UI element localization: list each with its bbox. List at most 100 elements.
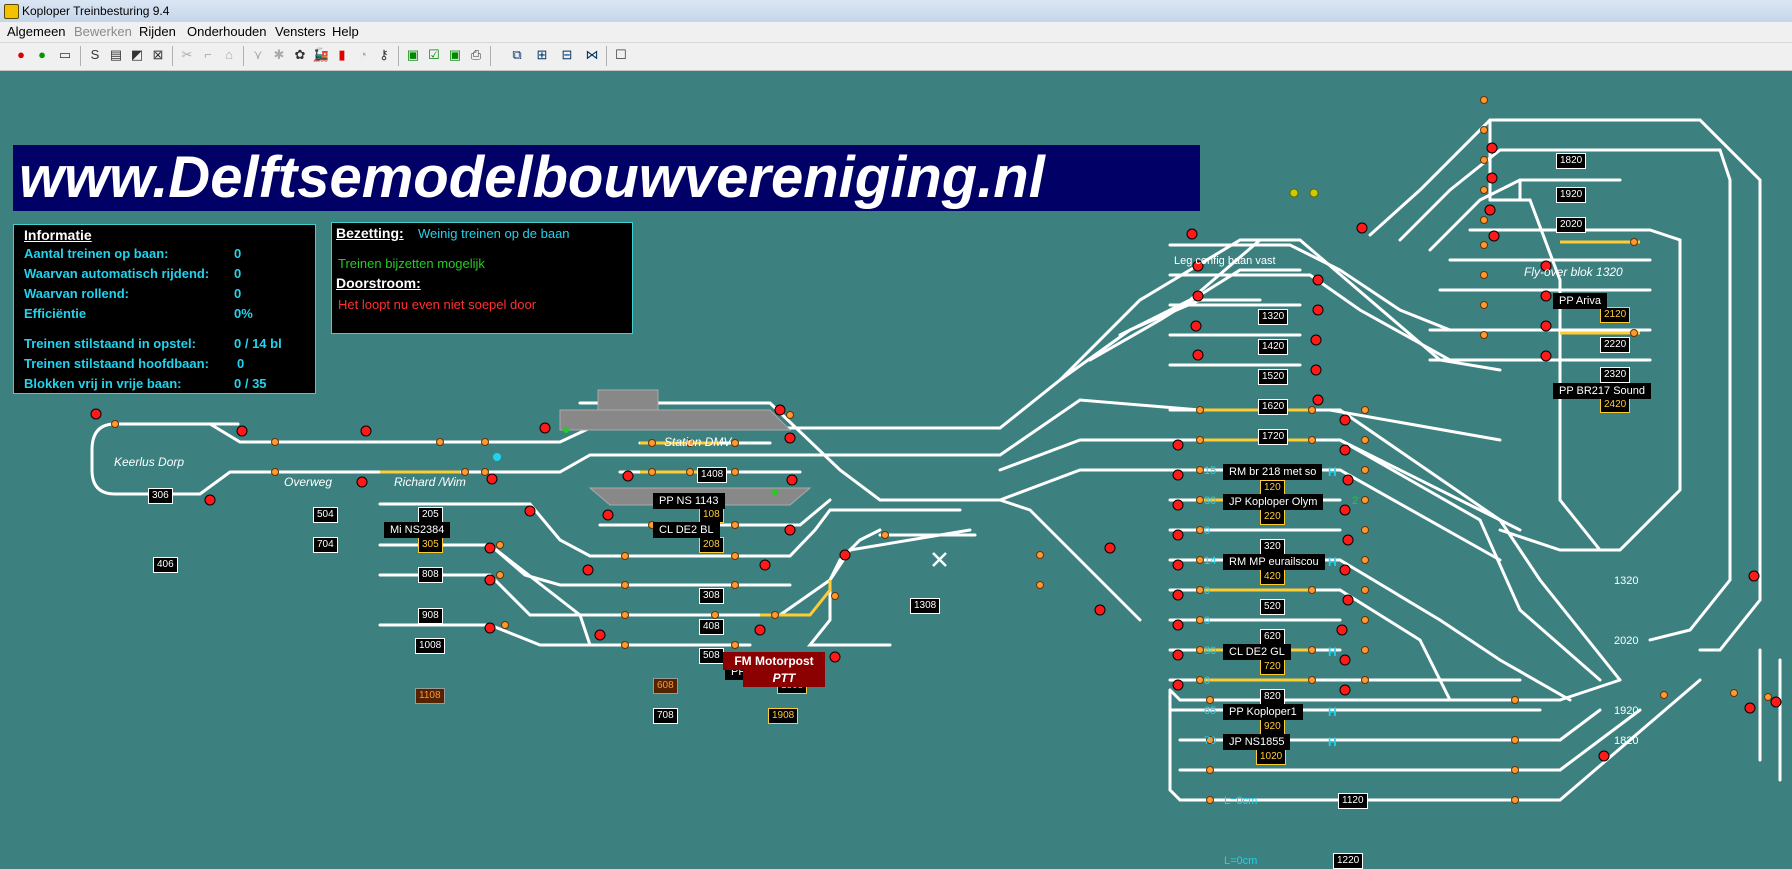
- block-920[interactable]: 920: [1260, 719, 1285, 735]
- signal[interactable]: [1172, 649, 1184, 661]
- block-2020[interactable]: 2020: [1556, 217, 1587, 233]
- menu-vensters[interactable]: Vensters: [275, 24, 326, 39]
- signal[interactable]: [1172, 499, 1184, 511]
- signal[interactable]: [1310, 334, 1322, 346]
- block-icon[interactable]: ◩: [130, 47, 144, 62]
- block-808[interactable]: 808: [418, 567, 443, 583]
- motorpost-label[interactable]: FM Motorpost: [723, 652, 825, 670]
- square-icon[interactable]: ☐: [615, 47, 627, 62]
- menu-onderhouden[interactable]: Onderhouden: [187, 24, 267, 39]
- s-icon[interactable]: S: [90, 47, 100, 62]
- train-label[interactable]: PP BR217 Sound: [1553, 383, 1652, 399]
- block-2320[interactable]: 2320: [1600, 367, 1631, 383]
- signal[interactable]: [1310, 364, 1322, 376]
- signal[interactable]: [784, 524, 796, 536]
- signal[interactable]: [1540, 260, 1552, 272]
- windows-icon[interactable]: ⧉: [512, 47, 522, 62]
- block-1920[interactable]: 1920: [1556, 187, 1587, 203]
- chair-icon[interactable]: ⌐: [204, 47, 212, 62]
- block-1020[interactable]: 1020: [1256, 749, 1287, 765]
- train-label[interactable]: PP NS 1143: [653, 493, 725, 509]
- block-1120[interactable]: 1120: [1338, 793, 1368, 809]
- signal[interactable]: [1172, 439, 1184, 451]
- display-icon[interactable]: ▭: [58, 47, 72, 62]
- block-1720[interactable]: 1720: [1258, 429, 1289, 445]
- tree3-icon[interactable]: ⋈: [585, 47, 599, 62]
- block-1820[interactable]: 1820: [1556, 153, 1587, 169]
- switch-icon[interactable]: ⋎: [253, 47, 263, 62]
- train-label[interactable]: CL DE2 BL: [653, 522, 720, 538]
- plug-icon[interactable]: ⚷: [379, 47, 389, 62]
- block-1008[interactable]: 1008: [415, 638, 446, 654]
- signal[interactable]: [1172, 529, 1184, 541]
- signal[interactable]: [784, 432, 796, 444]
- block-620[interactable]: 620: [1260, 629, 1285, 645]
- signal[interactable]: [1192, 260, 1204, 272]
- tree-icon[interactable]: ⊞: [536, 47, 548, 62]
- red-light-icon[interactable]: ▮: [338, 47, 346, 62]
- signal[interactable]: [1094, 604, 1106, 616]
- block-408[interactable]: 408: [699, 619, 724, 635]
- signal[interactable]: [90, 408, 102, 420]
- train-label[interactable]: RM br 218 met so: [1223, 464, 1323, 480]
- signal[interactable]: [1339, 444, 1351, 456]
- block-820[interactable]: 820: [1260, 689, 1285, 705]
- menu-help[interactable]: Help: [332, 24, 359, 39]
- block-308[interactable]: 308: [699, 588, 724, 604]
- block-420[interactable]: 420: [1260, 569, 1285, 585]
- block-305[interactable]: 305: [418, 537, 443, 553]
- signal[interactable]: [204, 494, 216, 506]
- block-704[interactable]: 704: [313, 537, 338, 553]
- block-208[interactable]: 208: [699, 537, 724, 553]
- cap-icon[interactable]: ⌂: [225, 47, 233, 62]
- block-306[interactable]: 306: [148, 488, 173, 504]
- signal[interactable]: [754, 624, 766, 636]
- block-508[interactable]: 508: [699, 648, 724, 664]
- signal[interactable]: [484, 622, 496, 634]
- block-908[interactable]: 908: [418, 608, 443, 624]
- panel-icon[interactable]: ▤: [109, 47, 123, 62]
- signal[interactable]: [1172, 679, 1184, 691]
- block-1320[interactable]: 1320: [1258, 309, 1289, 325]
- train-label[interactable]: CL DE2 GL: [1223, 644, 1291, 660]
- block-608[interactable]: 608: [653, 678, 678, 694]
- signal[interactable]: [360, 425, 372, 437]
- block-1308[interactable]: 1308: [910, 598, 941, 614]
- train-label[interactable]: JP Koploper Olym: [1223, 494, 1324, 510]
- train-label[interactable]: Mi NS2384: [384, 522, 451, 538]
- gear-icon[interactable]: ✿: [294, 47, 306, 62]
- signal[interactable]: [1312, 274, 1324, 286]
- signal[interactable]: [1339, 564, 1351, 576]
- ptt-label[interactable]: PTT: [743, 670, 825, 687]
- scissors-icon[interactable]: ✂: [181, 47, 193, 62]
- block-1420[interactable]: 1420: [1258, 339, 1289, 355]
- signal[interactable]: [1744, 702, 1756, 714]
- cross-icon[interactable]: ⊠: [152, 47, 164, 62]
- doc-check-icon[interactable]: ☑: [428, 47, 440, 62]
- signal[interactable]: [539, 422, 551, 434]
- block-108[interactable]: 108: [699, 507, 724, 523]
- signal[interactable]: [1540, 350, 1552, 362]
- signal[interactable]: [1190, 320, 1202, 332]
- signal-green-icon[interactable]: ●: [38, 47, 46, 62]
- signal[interactable]: [1104, 542, 1116, 554]
- block-708[interactable]: 708: [653, 708, 678, 724]
- signal[interactable]: [1484, 204, 1496, 216]
- signal[interactable]: [356, 476, 368, 488]
- signal[interactable]: [1770, 696, 1782, 708]
- train-label[interactable]: PP Koploper1: [1223, 704, 1303, 720]
- signal[interactable]: [1172, 619, 1184, 631]
- x-mark[interactable]: [932, 552, 947, 567]
- signal[interactable]: [1312, 304, 1324, 316]
- block-320[interactable]: 320: [1260, 539, 1285, 555]
- block-1108[interactable]: 1108: [415, 688, 445, 704]
- signal[interactable]: [1339, 684, 1351, 696]
- signal[interactable]: [1339, 504, 1351, 516]
- loco-icon[interactable]: 🚂: [312, 47, 330, 62]
- signal[interactable]: [486, 473, 498, 485]
- signal[interactable]: [1192, 290, 1204, 302]
- tree2-icon[interactable]: ⊟: [561, 47, 573, 62]
- signal[interactable]: [1339, 654, 1351, 666]
- wagon-icon[interactable]: ✱: [273, 47, 285, 62]
- block-504[interactable]: 504: [313, 507, 338, 523]
